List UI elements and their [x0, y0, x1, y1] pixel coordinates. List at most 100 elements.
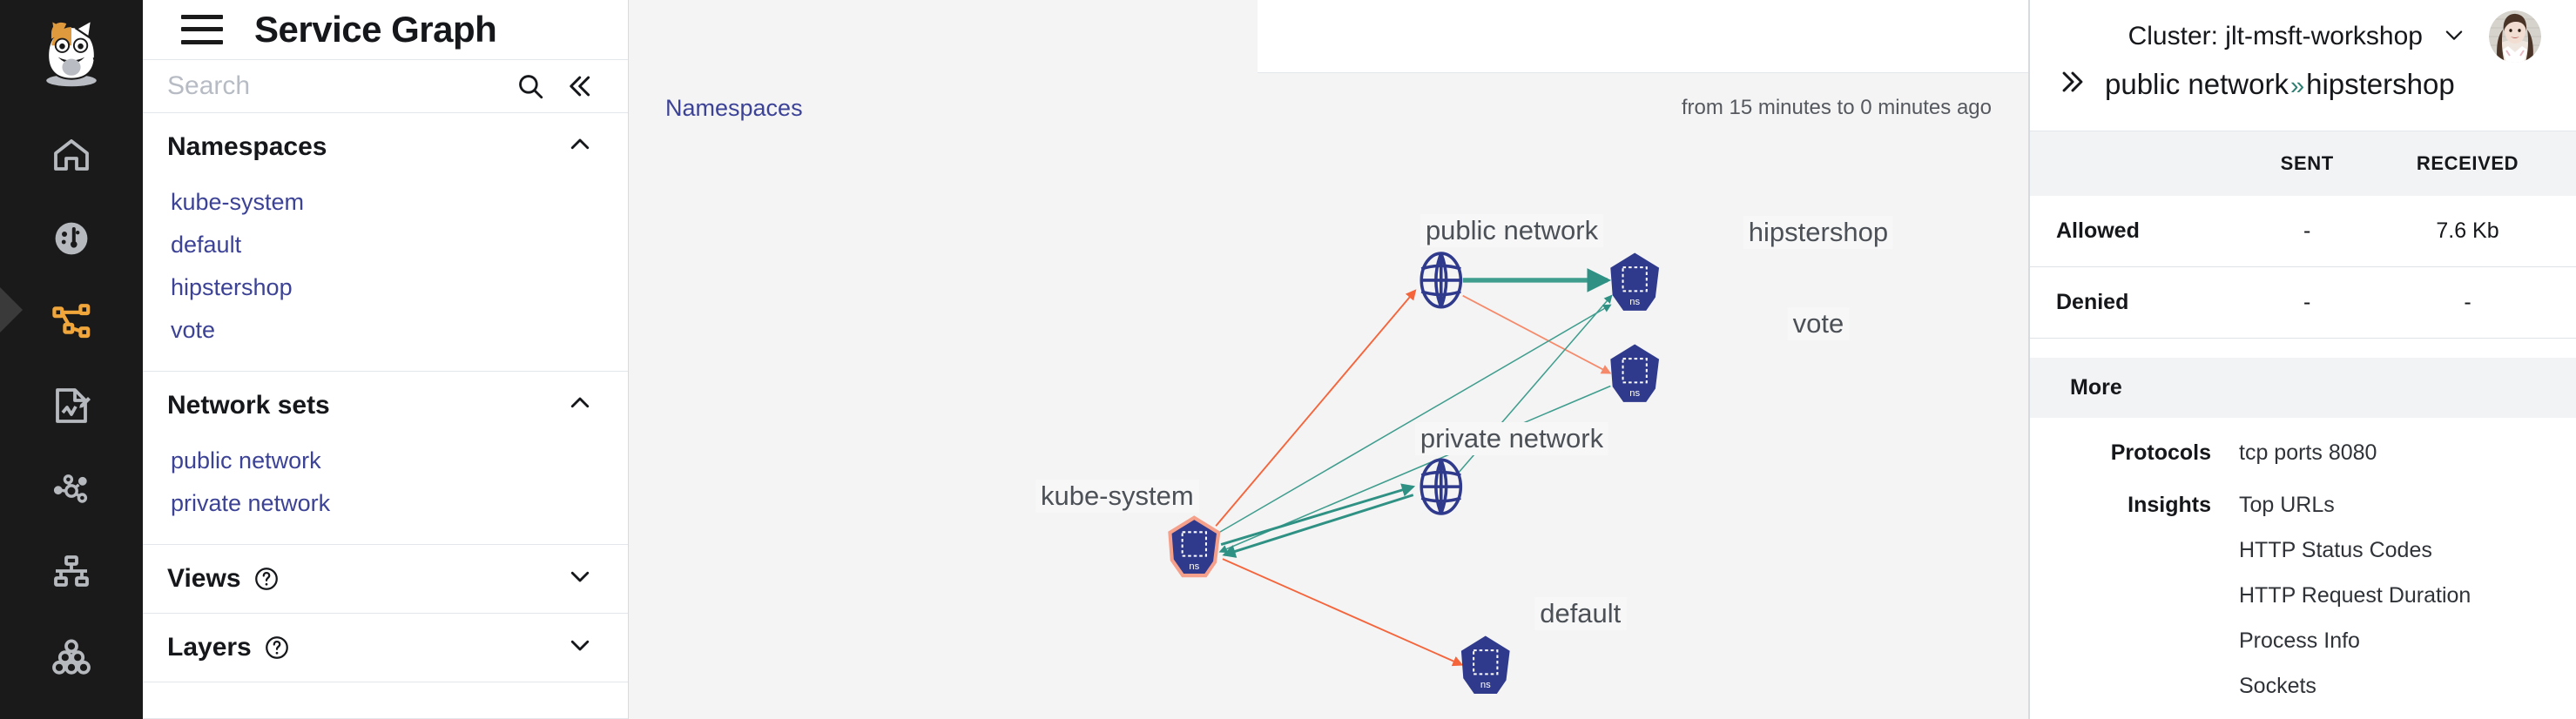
edge-private-network-hipstershop[interactable]: [1457, 294, 1613, 474]
sidebar-item-default[interactable]: default: [171, 231, 242, 258]
section-network-sets: Network sets public network private netw…: [143, 372, 628, 545]
header-strip: [1258, 0, 2028, 73]
section-items-network-sets: public network private network: [143, 440, 628, 544]
svg-text:ns: ns: [1629, 297, 1640, 307]
insights-row: Insights Top URLs HTTP Status Codes HTTP…: [2030, 486, 2576, 719]
topbar-right: Cluster: jlt-msft-workshop: [2128, 0, 2576, 73]
sidebar-item-private-network[interactable]: private network: [171, 489, 331, 516]
avatar[interactable]: [2489, 10, 2541, 63]
section-header-views[interactable]: Views: [143, 545, 628, 613]
graph-viewport[interactable]: ns ns ns: [629, 125, 2028, 719]
insight-http-status-codes[interactable]: HTTP Status Codes: [2239, 538, 2432, 562]
collapse-panel-icon[interactable]: [555, 62, 604, 111]
cell-received: -: [2464, 290, 2471, 314]
chevron-up-icon[interactable]: [567, 390, 593, 420]
protocols-label: Protocols: [2110, 440, 2211, 465]
search-input[interactable]: [167, 71, 506, 101]
detail-source[interactable]: public network: [2105, 67, 2289, 100]
edge-kube-system-public-network[interactable]: [1215, 289, 1417, 527]
section-header-namespaces[interactable]: Namespaces: [143, 113, 628, 181]
detail-title-row: public network » hipstershop: [2030, 36, 2576, 131]
sidebar-item-public-network[interactable]: public network: [171, 447, 321, 474]
section-namespaces: Namespaces kube-system default hipstersh…: [143, 113, 628, 372]
rail-item-dashboard[interactable]: [0, 197, 143, 280]
service-graph-svg[interactable]: ns ns ns: [629, 125, 2028, 719]
edge-kube-system-private-network[interactable]: [1220, 483, 1416, 546]
edge-private-network-kube-system[interactable]: [1222, 494, 1414, 558]
chevron-up-icon[interactable]: [567, 131, 593, 162]
edge-public-network-vote[interactable]: [1462, 294, 1612, 374]
detail-panel: Cluster: jlt-msft-workshop: [2029, 0, 2576, 719]
cell-received: 7.6 Kb: [2436, 218, 2499, 243]
section-title: Views: [167, 563, 241, 593]
edge-kube-system-hipstershop[interactable]: [1217, 304, 1612, 534]
graph-node-public-network[interactable]: [1419, 252, 1463, 309]
insight-http-request-duration[interactable]: HTTP Request Duration: [2239, 583, 2471, 608]
insight-sockets[interactable]: Sockets: [2239, 674, 2316, 698]
time-range-label: from 15 minutes to 0 minutes ago: [1681, 96, 1992, 119]
chevron-down-icon[interactable]: [567, 563, 593, 594]
graph-canvas[interactable]: Namespaces from 15 minutes to 0 minutes …: [629, 0, 2029, 719]
table-row-denied: Denied - -: [2030, 267, 2576, 339]
rail-item-home[interactable]: [0, 113, 143, 197]
help-circle-icon[interactable]: [253, 566, 280, 592]
chevron-down-icon[interactable]: [567, 632, 593, 662]
svg-text:ns: ns: [1189, 561, 1199, 572]
chevron-down-icon[interactable]: [2442, 23, 2466, 51]
graph-node-private-network[interactable]: [1419, 458, 1463, 515]
section-header-network-sets[interactable]: Network sets: [143, 372, 628, 440]
nav-panel-filler: [143, 682, 628, 719]
rail-item-policies[interactable]: [0, 364, 143, 447]
insight-process-info[interactable]: Process Info: [2239, 628, 2360, 653]
sidebar-item-hipstershop[interactable]: hipstershop: [171, 273, 293, 300]
traffic-table-header: SENT RECEIVED: [2030, 131, 2576, 196]
search-icon[interactable]: [506, 62, 555, 111]
row-label: Denied: [2056, 290, 2129, 314]
rail-item-clusters[interactable]: [0, 615, 143, 698]
section-title: Network sets: [167, 390, 330, 420]
insights-label: Insights: [2128, 493, 2211, 517]
rail-item-service-graph[interactable]: [0, 280, 143, 364]
graph-node-kube-system[interactable]: ns: [1168, 515, 1221, 578]
col-sent: SENT: [2280, 152, 2334, 174]
graph-node-default[interactable]: ns: [1460, 635, 1510, 694]
sidebar-item-vote[interactable]: vote: [171, 316, 216, 343]
graph-edges: [1215, 268, 1613, 667]
detail-target[interactable]: hipstershop: [2306, 67, 2455, 100]
icon-rail: [0, 0, 143, 719]
cell-sent: -: [2303, 290, 2311, 314]
rail-item-topology[interactable]: [0, 531, 143, 615]
search-row: [143, 58, 628, 113]
search-box: [143, 71, 506, 101]
graph-node-hipstershop[interactable]: ns: [1610, 252, 1660, 311]
cell-sent: -: [2303, 218, 2311, 243]
double-chevron-right-icon: »: [2289, 71, 2305, 100]
cluster-label: Cluster: jlt-msft-workshop: [2128, 22, 2423, 50]
protocols-value: tcp ports 8080: [2239, 440, 2377, 465]
breadcrumb[interactable]: Namespaces: [665, 94, 803, 121]
svg-text:ns: ns: [1480, 680, 1491, 690]
section-title: Layers: [167, 632, 252, 662]
sidebar-item-kube-system[interactable]: kube-system: [171, 188, 305, 215]
detail-title: public network » hipstershop: [2105, 68, 2455, 101]
nav-header: Service Graph: [143, 0, 628, 59]
table-row-allowed: Allowed - 7.6 Kb: [2030, 196, 2576, 267]
more-section-header[interactable]: More: [2030, 358, 2576, 418]
help-circle-icon[interactable]: [264, 635, 290, 661]
expand-panel-icon[interactable]: [2058, 67, 2087, 101]
edge-kube-system-default[interactable]: [1222, 558, 1464, 667]
col-received: RECEIVED: [2416, 152, 2519, 174]
calico-cat-logo[interactable]: [30, 9, 113, 92]
rail-item-network-sets[interactable]: [0, 447, 143, 531]
graph-node-vote[interactable]: ns: [1610, 344, 1660, 402]
section-layers: Layers: [143, 614, 628, 682]
insights-list: Top URLs HTTP Status Codes HTTP Request …: [2239, 493, 2550, 719]
canvas-toolbar: Namespaces from 15 minutes to 0 minutes …: [629, 73, 2028, 125]
insight-top-urls[interactable]: Top URLs: [2239, 493, 2335, 517]
cluster-selector[interactable]: Cluster: jlt-msft-workshop: [2128, 22, 2466, 51]
page-title: Service Graph: [254, 8, 497, 50]
hamburger-icon[interactable]: [181, 14, 223, 44]
section-header-layers[interactable]: Layers: [143, 614, 628, 682]
protocols-row: Protocols tcp ports 8080: [2030, 418, 2576, 486]
